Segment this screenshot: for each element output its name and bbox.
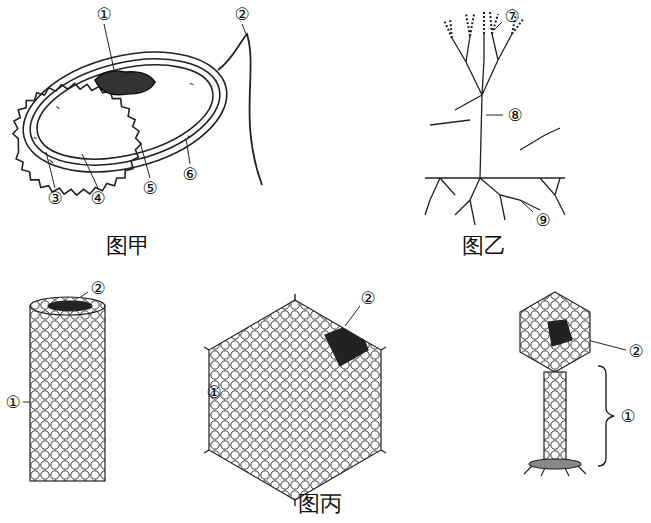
callout-number: ① — [5, 394, 20, 411]
callout-number: ⑦ — [504, 8, 519, 25]
callout-number: ① — [206, 384, 221, 401]
callout-number: ⑧ — [507, 107, 522, 124]
figure-caption: 图乙 — [462, 235, 506, 257]
mold — [425, 12, 565, 225]
callout-number: ① — [96, 6, 111, 23]
callout-number: ② — [90, 280, 105, 297]
figure-caption: 图甲 — [106, 235, 150, 257]
callout-number: ⑥ — [182, 166, 197, 183]
figure-caption: 图丙 — [298, 493, 342, 515]
callout-number: ⑨ — [535, 212, 550, 229]
callout-number: ② — [234, 6, 249, 23]
callout-number: ② — [360, 290, 375, 307]
callout-number: ① — [620, 408, 635, 425]
viruses — [30, 292, 614, 506]
bracket — [598, 366, 614, 466]
callout-number: ③ — [47, 190, 62, 207]
callout-number: ⑤ — [142, 180, 157, 197]
callout-number: ④ — [90, 190, 105, 207]
bacterium — [0, 33, 262, 210]
callout-number: ② — [628, 343, 643, 360]
